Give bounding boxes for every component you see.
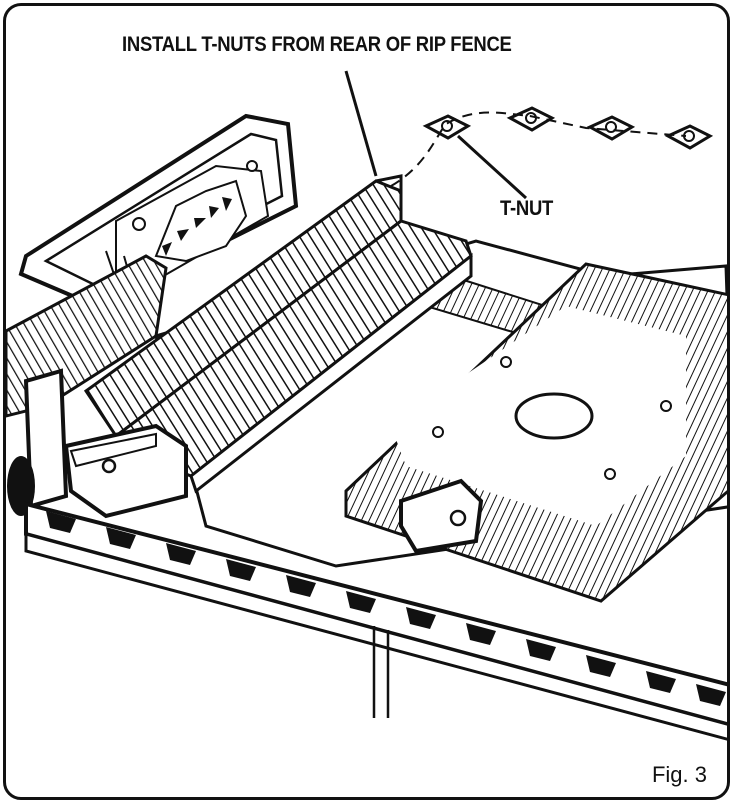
tnut-leader-line [456,134,528,200]
t-nut-label: T-NUT [500,197,554,220]
front-rail [24,501,727,741]
blade-guard [18,113,299,309]
fence-lock-handle [7,368,188,519]
install-instruction-label: INSTALL T-NUTS FROM REAR OF RIP FENCE [122,33,512,56]
table-saw-illustration [6,70,727,741]
figure-frame [3,3,730,800]
title-leader-line [344,70,378,177]
router-extension [344,262,727,603]
figure-number: Fig. 3 [651,762,707,787]
t-nut-icons [422,106,714,150]
insertion-path [390,111,687,187]
rip-fence [83,174,473,494]
